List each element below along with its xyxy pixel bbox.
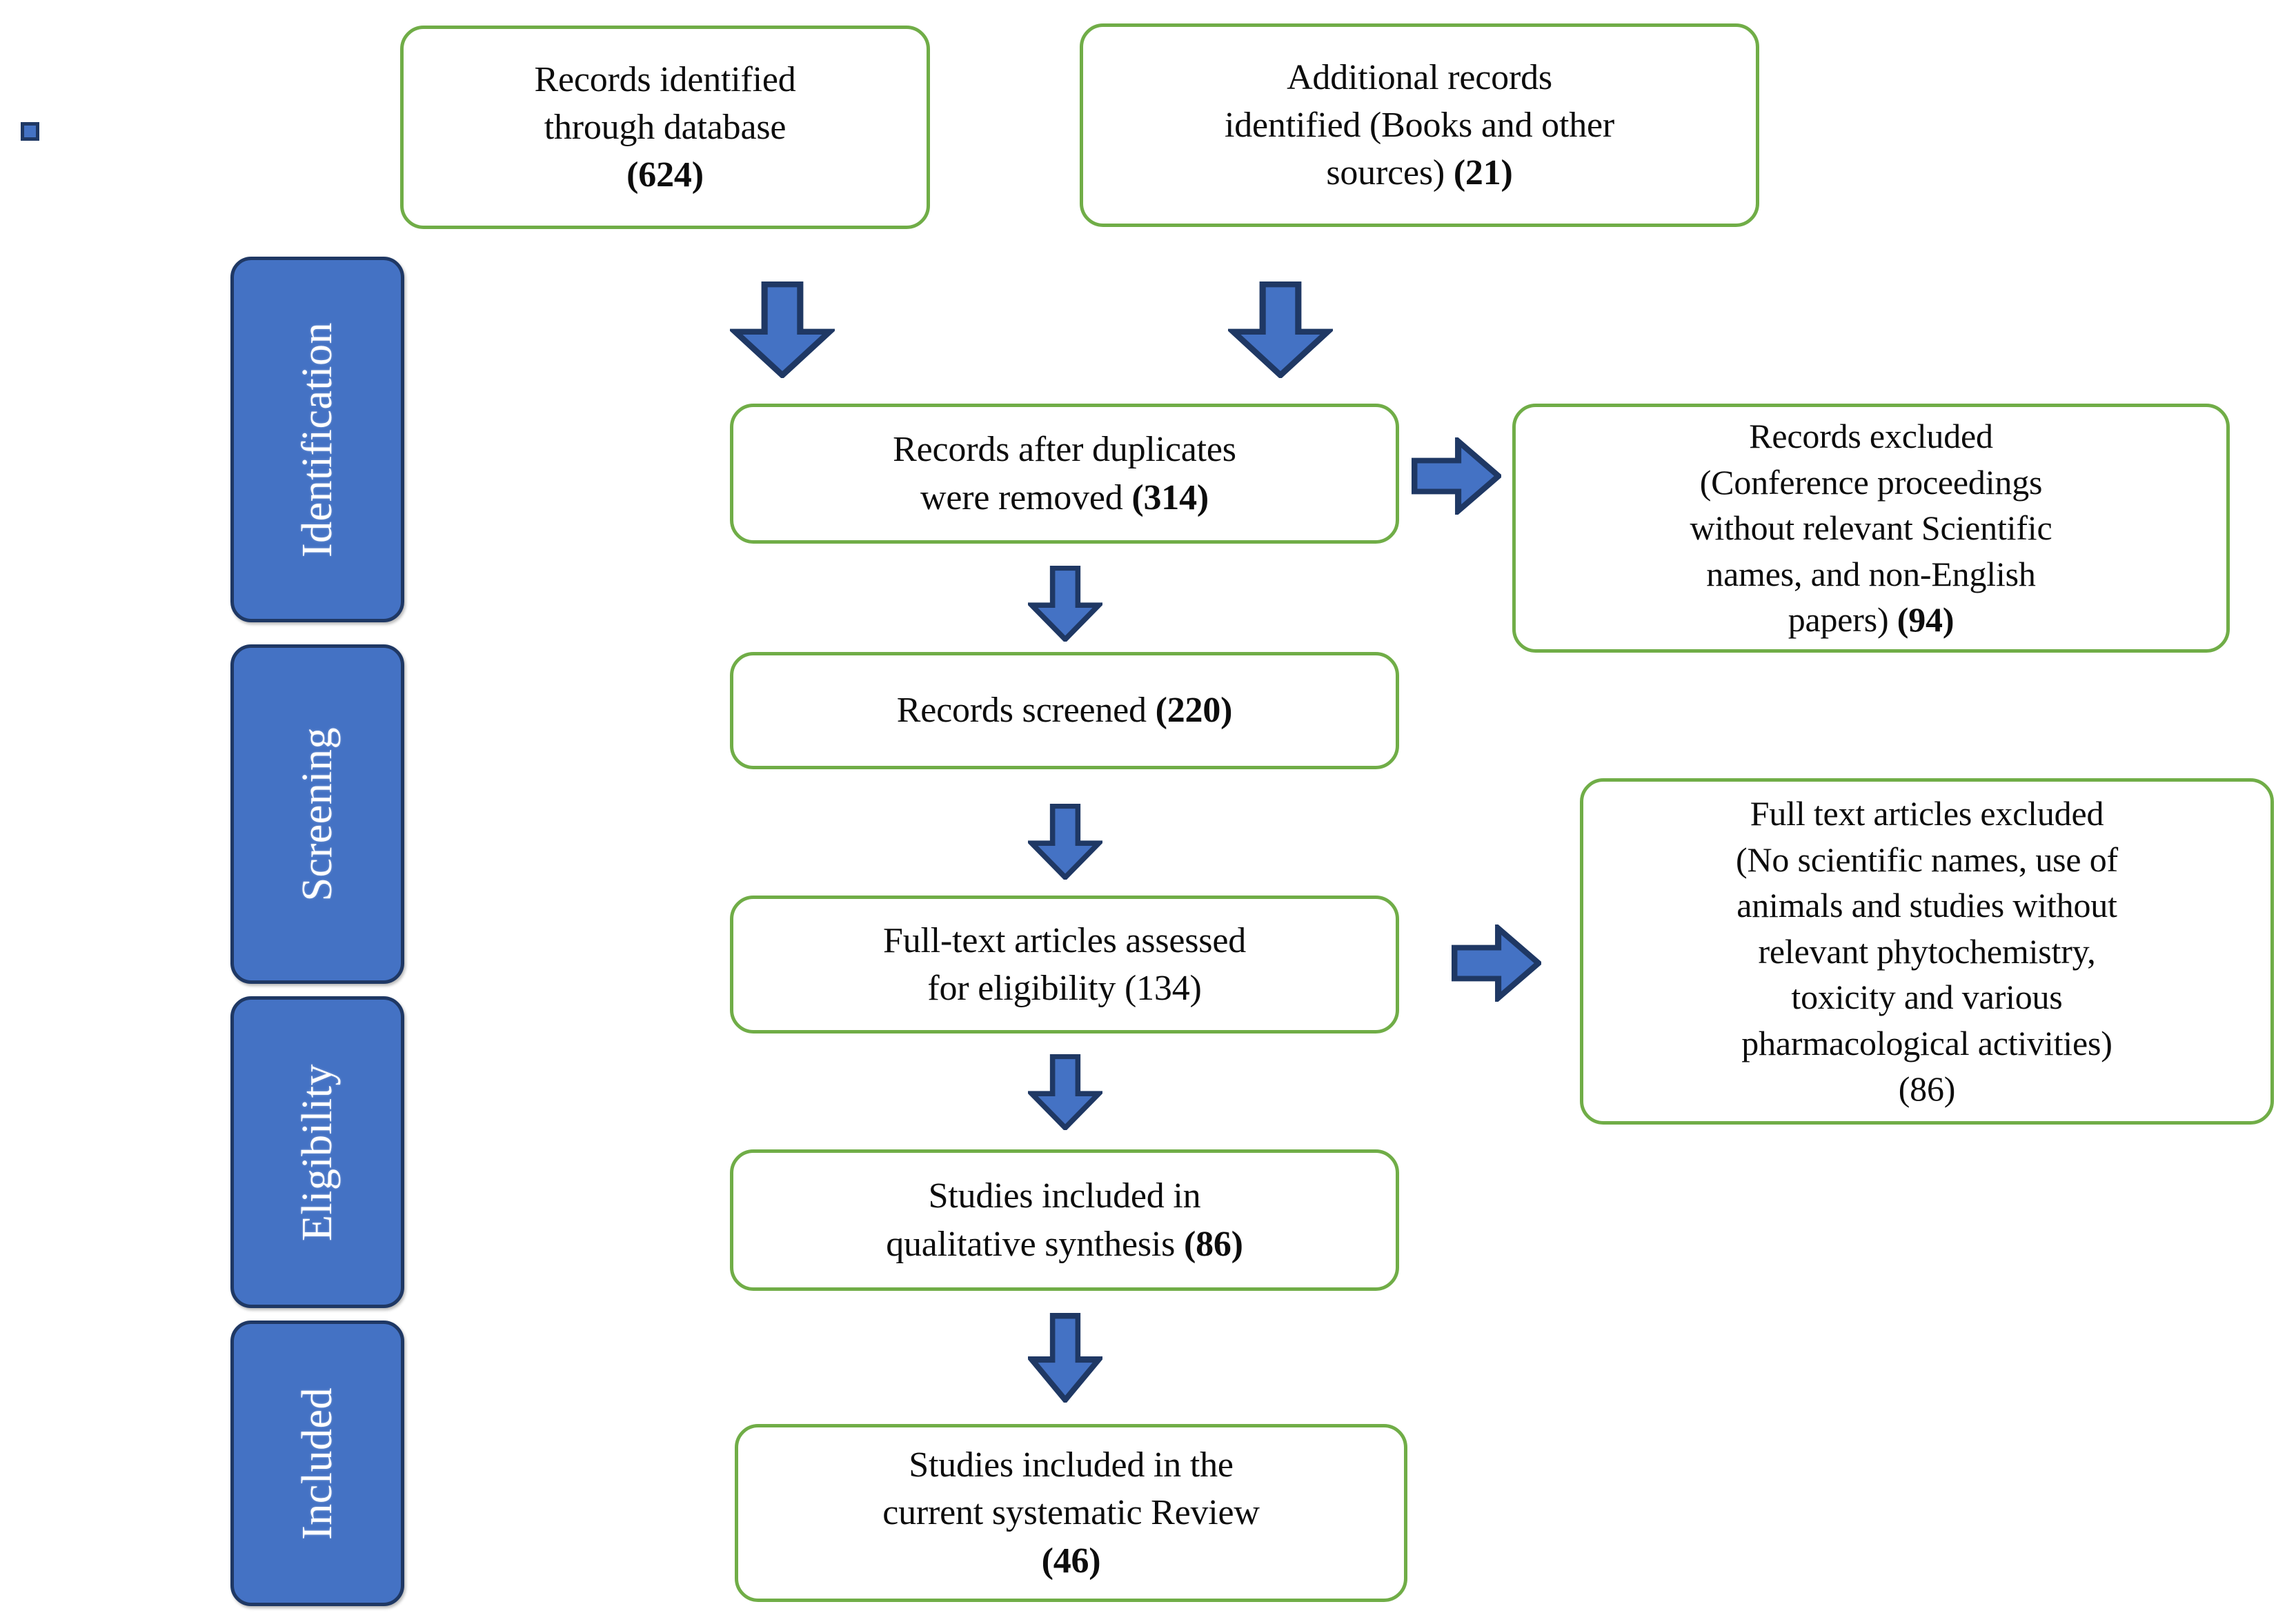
box-records-screened: Records screened (220) [730,652,1399,769]
records-excluded-line5: papers) [1788,600,1897,640]
fulltext-excluded-line2: (No scientific names, use of [1736,840,2118,879]
stage-label-included-text: Included [294,1387,341,1540]
arrow-fulltext-to-excluded [1452,924,1541,1002]
records-database-line1: Records identified [534,59,796,99]
arrow-db-to-duplicates [730,281,835,378]
fulltext-excluded-line4: relevant phytochemistry, [1758,931,2096,971]
arrow-fulltext-to-qualitative [1028,1054,1102,1130]
box-records-identified-database: Records identified through database (624… [400,26,930,229]
box-additional-records-identified: Additional records identified (Books and… [1080,23,1759,227]
stage-label-included: Included [230,1321,404,1606]
qualitative-synthesis-line2: qualitative synthesis [886,1224,1184,1264]
records-additional-line2: identified (Books and other [1224,105,1615,145]
box-records-after-duplicates: Records after duplicates were removed (3… [730,404,1399,544]
records-database-count: (624) [626,155,704,195]
box-fulltext-assessed: Full-text articles assessed for eligibil… [730,896,1399,1033]
arrow-duplicates-to-screened [1028,566,1102,642]
fulltext-excluded-line6: pharmacological activities) [1741,1023,2112,1062]
arrow-screened-to-fulltext [1028,804,1102,880]
duplicates-removed-line2: were removed [920,477,1132,517]
current-review-line2: current systematic Review [882,1493,1260,1533]
fulltext-excluded-line3: animals and studies without [1736,886,2117,925]
stage-label-eligibility: Eligibility [230,996,404,1308]
stray-blue-square-marker [21,122,39,141]
qualitative-synthesis-count: (86) [1183,1224,1243,1264]
current-review-line1: Studies included in the [909,1445,1234,1485]
box-current-systematic-review: Studies included in the current systemat… [735,1424,1407,1602]
arrow-duplicates-to-excluded [1412,437,1501,515]
stage-label-screening-text: Screening [294,726,341,902]
fulltext-excluded-count: (86) [1898,1069,1956,1109]
box-records-excluded: Records excluded (Conference proceedings… [1512,404,2230,653]
current-review-count: (46) [1041,1541,1101,1581]
records-excluded-line2: (Conference proceedings [1699,462,2043,502]
records-additional-line3: sources) [1326,153,1454,193]
records-additional-line1: Additional records [1287,57,1552,97]
arrow-qualitative-to-review [1028,1313,1102,1403]
records-screened-count: (220) [1155,691,1233,731]
box-qualitative-synthesis: Studies included in qualitative synthesi… [730,1149,1399,1291]
duplicates-removed-line1: Records after duplicates [893,430,1236,470]
stage-label-screening: Screening [230,644,404,984]
arrow-additional-to-duplicates [1228,281,1333,378]
records-additional-count: (21) [1453,153,1513,193]
records-excluded-line3: without relevant Scientific [1690,508,2052,548]
records-excluded-count: (94) [1897,600,1954,640]
fulltext-assessed-line2: for eligibility (134) [927,969,1202,1008]
qualitative-synthesis-line1: Studies included in [928,1176,1201,1216]
fulltext-excluded-line1: Full text articles excluded [1750,794,2104,833]
records-screened-line1: Records screened [896,691,1156,731]
box-fulltext-excluded: Full text articles excluded (No scientif… [1580,778,2274,1125]
stage-label-identification-text: Identification [294,322,341,557]
records-excluded-line1: Records excluded [1749,417,1993,456]
stage-label-eligibility-text: Eligibility [294,1063,341,1241]
records-excluded-line4: names, and non-English [1706,554,2036,593]
fulltext-excluded-line5: toxicity and various [1791,978,2063,1017]
fulltext-assessed-line1: Full-text articles assessed [882,920,1247,960]
records-database-line2: through database [544,107,786,147]
stage-label-identification: Identification [230,257,404,622]
duplicates-removed-count: (314) [1131,477,1209,517]
